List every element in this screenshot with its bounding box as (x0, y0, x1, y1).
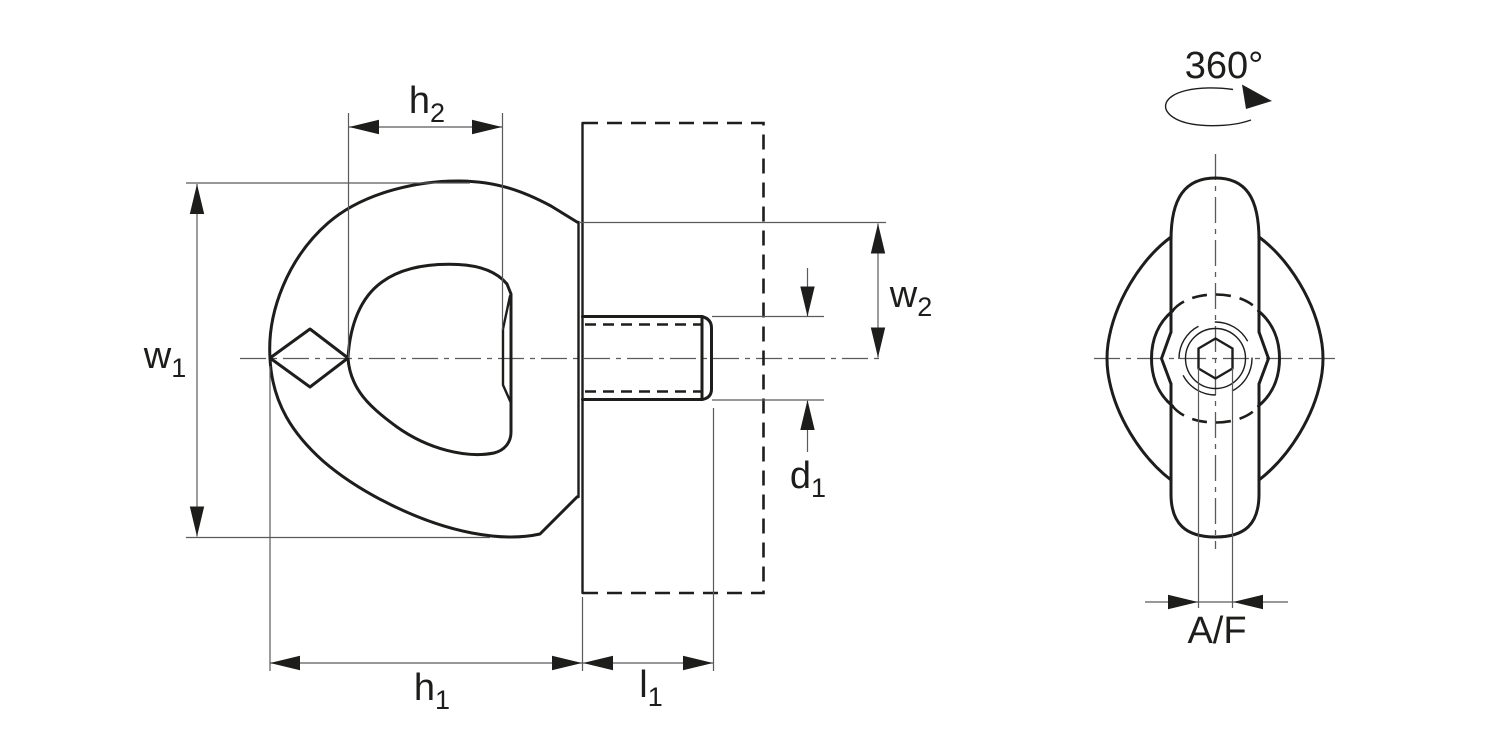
d1-arrow-top (800, 286, 815, 317)
body-lobe-left (1105, 235, 1173, 482)
bail-left-notch (1160, 330, 1173, 386)
dimension-h1: h1 (269, 366, 584, 715)
w1-arrow-top (189, 184, 205, 214)
dimension-af: A/F (1145, 368, 1288, 652)
flange-circle-hidden-bottom (1171, 405, 1260, 424)
threaded-stud (581, 315, 713, 401)
rotation-label: 360° (1185, 45, 1264, 87)
w1-extension-lines (186, 182, 490, 539)
rotation-arrow-icon (1164, 87, 1252, 127)
dimension-w2: w2 (580, 221, 932, 358)
h2-arrow-left (349, 119, 379, 135)
thread-minor-circle (1184, 327, 1247, 390)
dimension-label-w1: w1 (143, 335, 186, 383)
rotation-arrowhead-icon (1242, 84, 1272, 109)
dimension-label-h2: h2 (409, 80, 445, 128)
h2-arrow-right (472, 119, 502, 135)
bail-right-notch (1257, 330, 1270, 386)
af-extension-lines (1197, 368, 1234, 608)
bail-top (1169, 176, 1261, 334)
thread-end-chamfer (700, 315, 713, 401)
w2-arrow-bottom (870, 327, 886, 358)
d1-arrow-bottom (800, 400, 815, 430)
dimension-label-af: A/F (1187, 610, 1246, 652)
dimension-w1: w1 (143, 182, 490, 539)
h1-extension-lines (269, 366, 584, 671)
body-lobe-right (1257, 235, 1325, 482)
dimension-label-l1: l1 (639, 664, 662, 712)
af-arrow-right (1233, 594, 1263, 610)
flange-circle-left-arc (1150, 309, 1174, 408)
dimension-d1: d1 (712, 268, 826, 503)
side-view (240, 121, 884, 595)
flange-circle-hidden-top (1171, 293, 1260, 312)
dimension-label-h1: h1 (414, 667, 450, 715)
h1-arrow-right (552, 655, 582, 671)
w1-arrow-bottom (189, 506, 205, 537)
bail-bearing-flat-detail (501, 294, 513, 405)
rotation-symbol: 360° (1164, 45, 1272, 127)
w2-arrow-top (870, 223, 886, 254)
front-view: 360° A/F (1094, 45, 1338, 652)
af-arrow-left (1168, 594, 1198, 610)
dimension-h2: h2 (347, 80, 504, 358)
bail-opening-outline (346, 262, 513, 457)
dimension-label-d1: d1 (790, 455, 826, 503)
d1-extension-lines (712, 315, 824, 401)
h1-arrow-left (270, 655, 300, 671)
mounting-plate-outline (583, 121, 765, 595)
h2-extension-lines (347, 113, 504, 358)
bail-bottom (1169, 382, 1261, 539)
flange-circle-right-arc (1257, 309, 1281, 408)
dimension-label-w2: w2 (889, 274, 932, 322)
dimension-l1: l1 (582, 408, 715, 712)
hex-socket (1197, 337, 1234, 380)
l1-arrow-left (583, 655, 613, 671)
thread-major-circle (1178, 321, 1253, 396)
l1-arrow-right (683, 655, 713, 671)
